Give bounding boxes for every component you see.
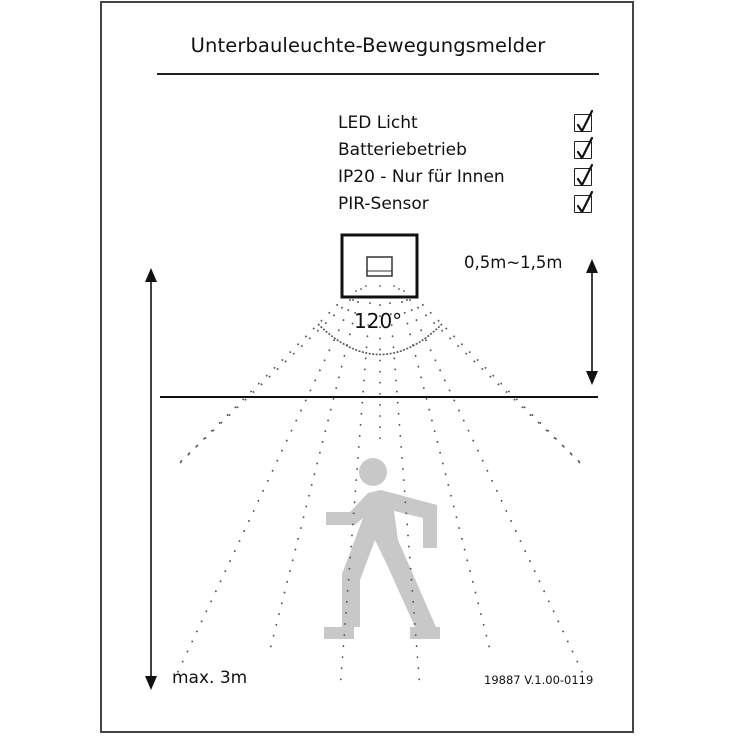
checkbox-checked-icon xyxy=(574,190,594,214)
checkbox-checked-icon xyxy=(574,109,594,133)
checkbox-checked-icon xyxy=(574,136,594,160)
checkbox-checked-icon xyxy=(574,163,594,187)
detection-range-label: max. 3m xyxy=(172,668,248,688)
feature-label: IP20 - Nur für Innen xyxy=(338,167,505,187)
feature-label: Batteriebetrieb xyxy=(338,140,467,160)
mounting-height-arrow xyxy=(586,259,598,385)
mounting-height-label: 0,5m~1,5m xyxy=(464,253,563,272)
feature-label: PIR-Sensor xyxy=(338,194,429,214)
detection-angle-label: 120° xyxy=(354,309,403,333)
version-code: 19887 V.1.00-0119 xyxy=(484,673,594,687)
title-divider xyxy=(157,73,599,75)
detection-angle-arc xyxy=(317,323,443,356)
feature-label: LED Licht xyxy=(338,113,418,133)
motion-sensor-icon xyxy=(340,233,419,299)
feature-item-pir: PIR-Sensor xyxy=(338,190,600,218)
feature-item-led: LED Licht xyxy=(338,109,600,137)
walking-person-icon xyxy=(324,458,440,639)
feature-list: LED Licht Batteriebetrieb IP20 - Nur für… xyxy=(338,109,600,218)
detection-rays xyxy=(174,299,586,691)
page-title: Unterbauleuchte-Bewegungsmelder xyxy=(190,34,546,57)
detection-range-arrow xyxy=(145,268,157,690)
feature-item-battery: Batteriebetrieb xyxy=(338,136,600,164)
feature-item-ip20: IP20 - Nur für Innen xyxy=(338,163,600,191)
product-sheet xyxy=(100,1,634,733)
